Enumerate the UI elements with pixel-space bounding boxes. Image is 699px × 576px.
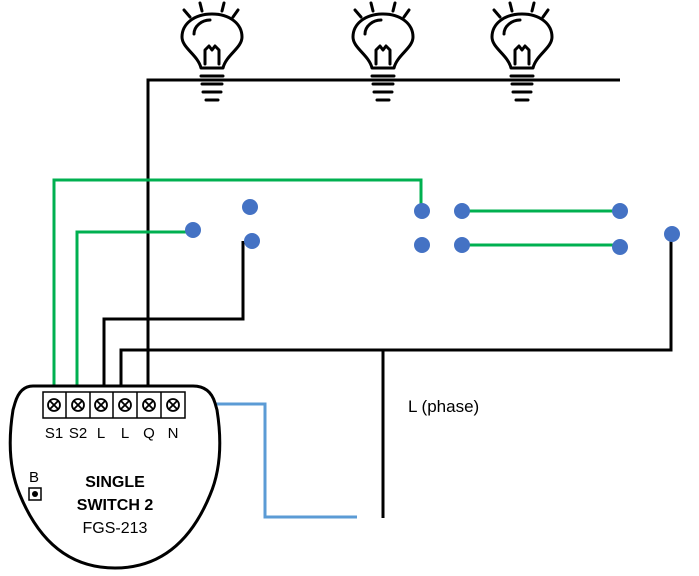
- terminal-label-s2: S2: [69, 425, 87, 442]
- terminal-label-n: N: [168, 425, 179, 442]
- switch-contact: [414, 237, 430, 253]
- neutral-wire: [173, 402, 357, 519]
- module-title-line1: SINGLE: [85, 474, 145, 491]
- switch-contact: [454, 237, 470, 253]
- s2-wire: [75, 230, 192, 388]
- switch-contact: [612, 203, 628, 219]
- switch-contact: [242, 199, 258, 215]
- bulb-bus-wire: [146, 78, 620, 388]
- switch-contact: [612, 239, 628, 255]
- bulb-icon-3: [490, 1, 554, 102]
- module-title-line2: SWITCH 2: [77, 497, 154, 514]
- terminal-label-l1: L: [97, 425, 105, 442]
- l-wire-to-switch: [102, 241, 245, 388]
- switch-contact: [664, 226, 680, 242]
- switch-contact: [454, 203, 470, 219]
- module-model: FGS-213: [83, 520, 148, 537]
- bulb-icon-1: [180, 1, 244, 102]
- b-button-dot: [32, 491, 38, 497]
- terminal-screws: [65, 392, 162, 418]
- terminal-label-q: Q: [143, 425, 155, 442]
- button-label: B: [29, 469, 39, 486]
- switch-contact: [244, 233, 260, 249]
- terminal-label-s1: S1: [45, 425, 63, 442]
- terminal-label-l2: L: [121, 425, 129, 442]
- module-body: [8, 384, 222, 570]
- switch-contact: [414, 203, 430, 219]
- phase-label: L (phase): [408, 397, 479, 416]
- bulb-icon-2: [351, 1, 415, 102]
- l-phase-wire: [119, 234, 673, 388]
- terminal-block: [42, 391, 186, 419]
- switch-contact: [185, 222, 201, 238]
- s1-wire: [52, 178, 423, 388]
- screw-icon: [47, 398, 180, 412]
